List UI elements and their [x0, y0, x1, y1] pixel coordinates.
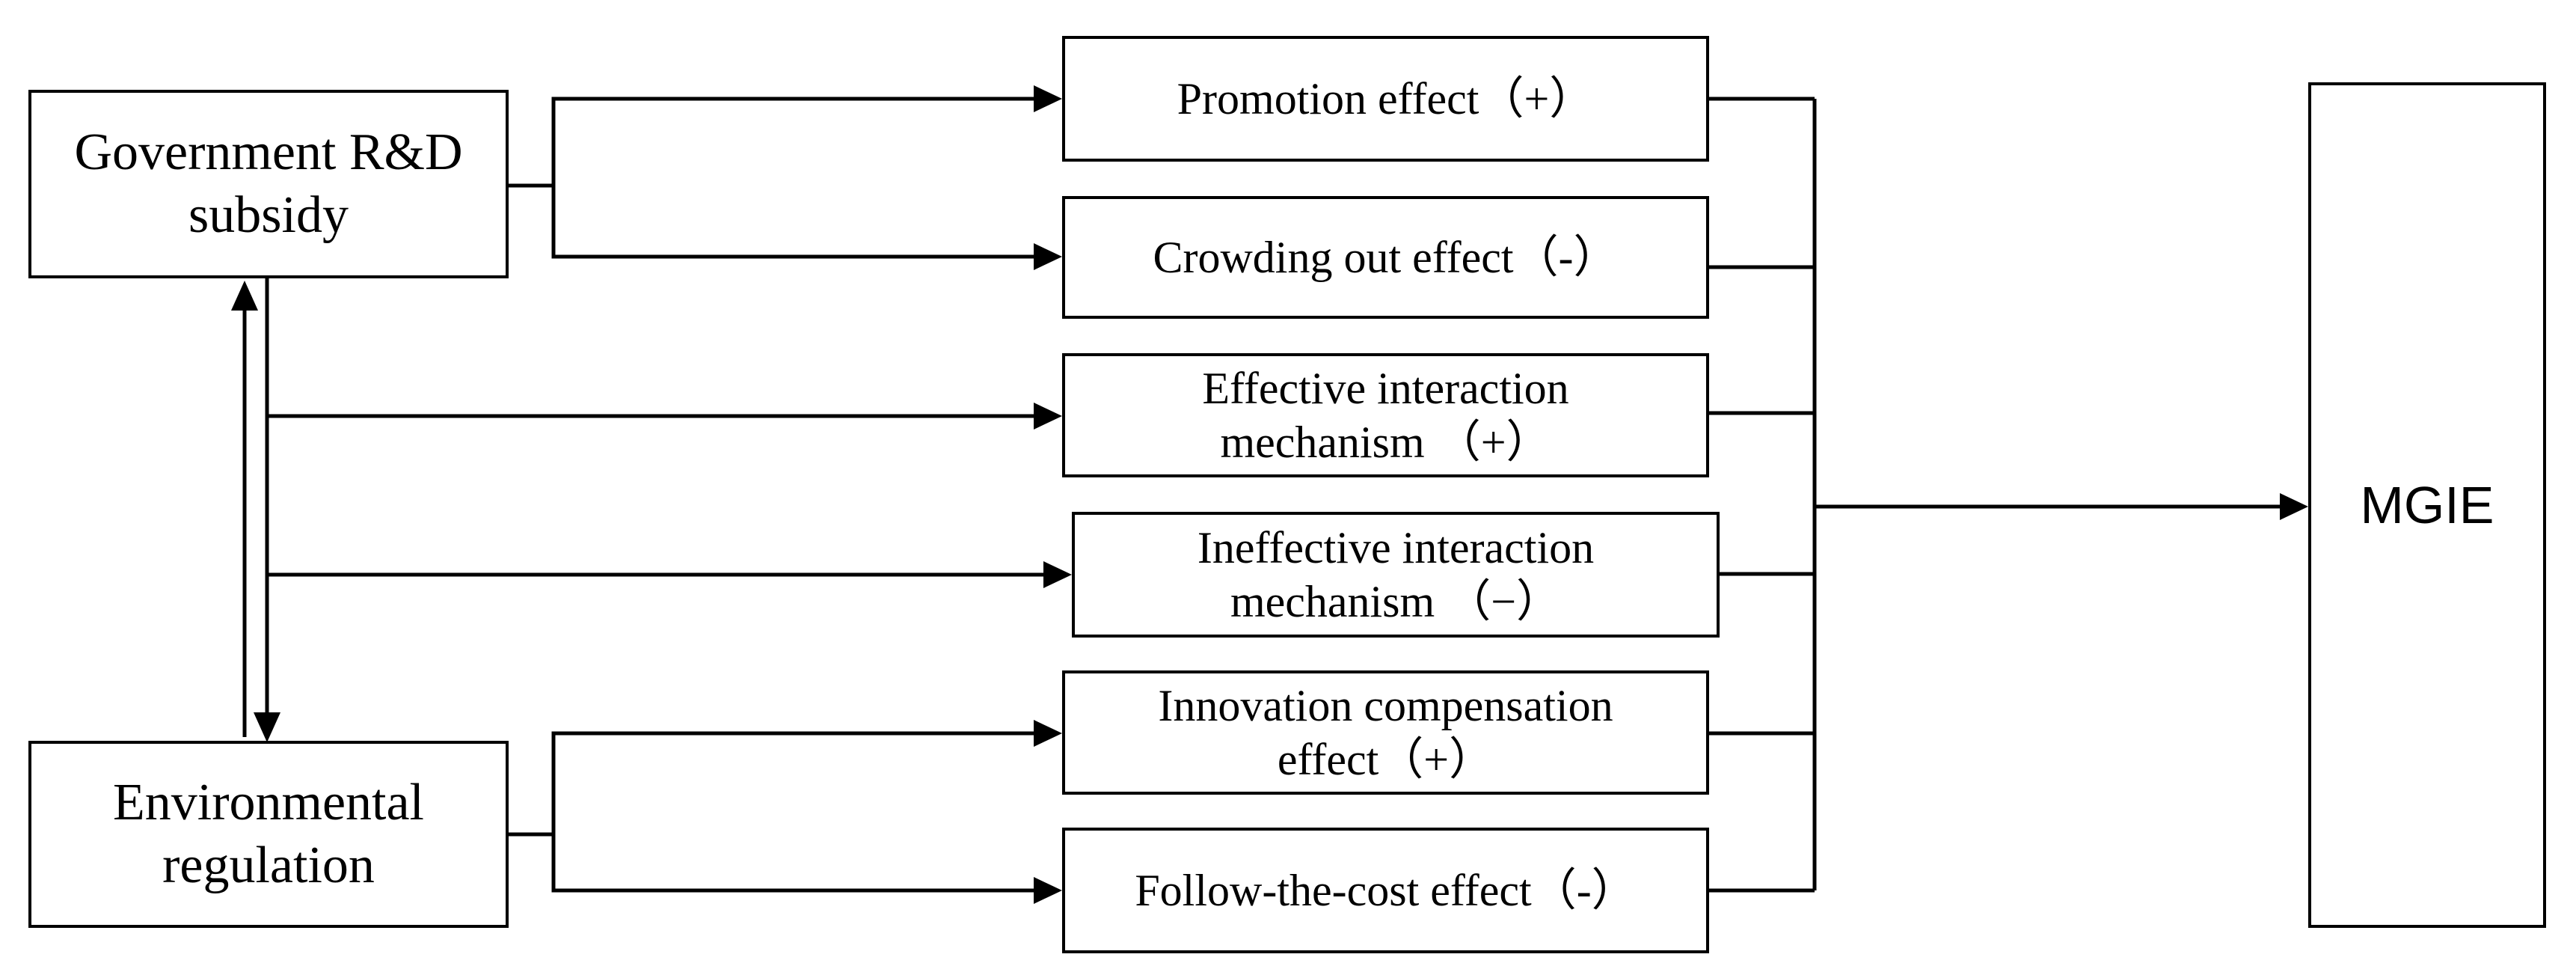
mgie-label: MGIE	[2360, 476, 2494, 534]
environmental-regulation-box: Environmental regulation	[28, 741, 509, 928]
crowding-label: Crowding out effect（-）	[1153, 233, 1619, 282]
promotion-effect-box: Promotion effect（+）	[1062, 36, 1709, 162]
arrowhead-eff-interaction	[1034, 403, 1062, 430]
arrowhead-innovation	[1034, 720, 1062, 747]
gov-line-1: Government R&D	[74, 123, 463, 181]
arrowhead-ineff-interaction	[1043, 561, 1072, 588]
edge-env-innovation	[503, 731, 1034, 837]
promotion-label: Promotion effect（+）	[1177, 74, 1595, 123]
innovation-line-1: Innovation compensation	[1158, 681, 1613, 730]
follow-cost-label: Follow-the-cost effect（-）	[1135, 866, 1637, 915]
eff-interaction-line-2: mechanism （+）	[1220, 418, 1551, 467]
arrowhead-mgie	[2280, 493, 2308, 520]
follow-the-cost-box: Follow-the-cost effect（-）	[1062, 828, 1709, 953]
eff-interaction-line-1: Effective interaction	[1202, 364, 1569, 413]
edge-gov-promotion	[503, 97, 1034, 188]
env-line-2: regulation	[162, 837, 375, 894]
arrowhead-env	[254, 712, 280, 742]
mgie-box: MGIE	[2308, 82, 2546, 928]
ineff-interaction-line-2: mechanism （−）	[1230, 577, 1562, 626]
gov-line-2: subsidy	[188, 186, 349, 244]
edge-env-follow-cost	[551, 834, 1034, 893]
ineff-interaction-line-1: Ineffective interaction	[1197, 523, 1595, 572]
arrowhead-crowding	[1034, 243, 1062, 270]
government-rd-subsidy-box: Government R&D subsidy	[28, 90, 509, 278]
innovation-line-2: effect（+）	[1277, 735, 1494, 784]
innovation-compensation-box: Innovation compensation effect（+）	[1062, 670, 1709, 795]
arrowhead-gov	[231, 281, 258, 311]
edge-gov-crowding	[551, 186, 1034, 259]
env-line-1: Environmental	[112, 774, 424, 831]
arrowhead-promotion	[1034, 85, 1062, 112]
ineffective-interaction-box: Ineffective interaction mechanism （−）	[1072, 512, 1720, 638]
arrowhead-follow-cost	[1034, 877, 1062, 904]
arrowheads	[231, 85, 2308, 904]
effective-interaction-box: Effective interaction mechanism （+）	[1062, 353, 1709, 477]
crowding-out-effect-box: Crowding out effect（-）	[1062, 196, 1709, 319]
